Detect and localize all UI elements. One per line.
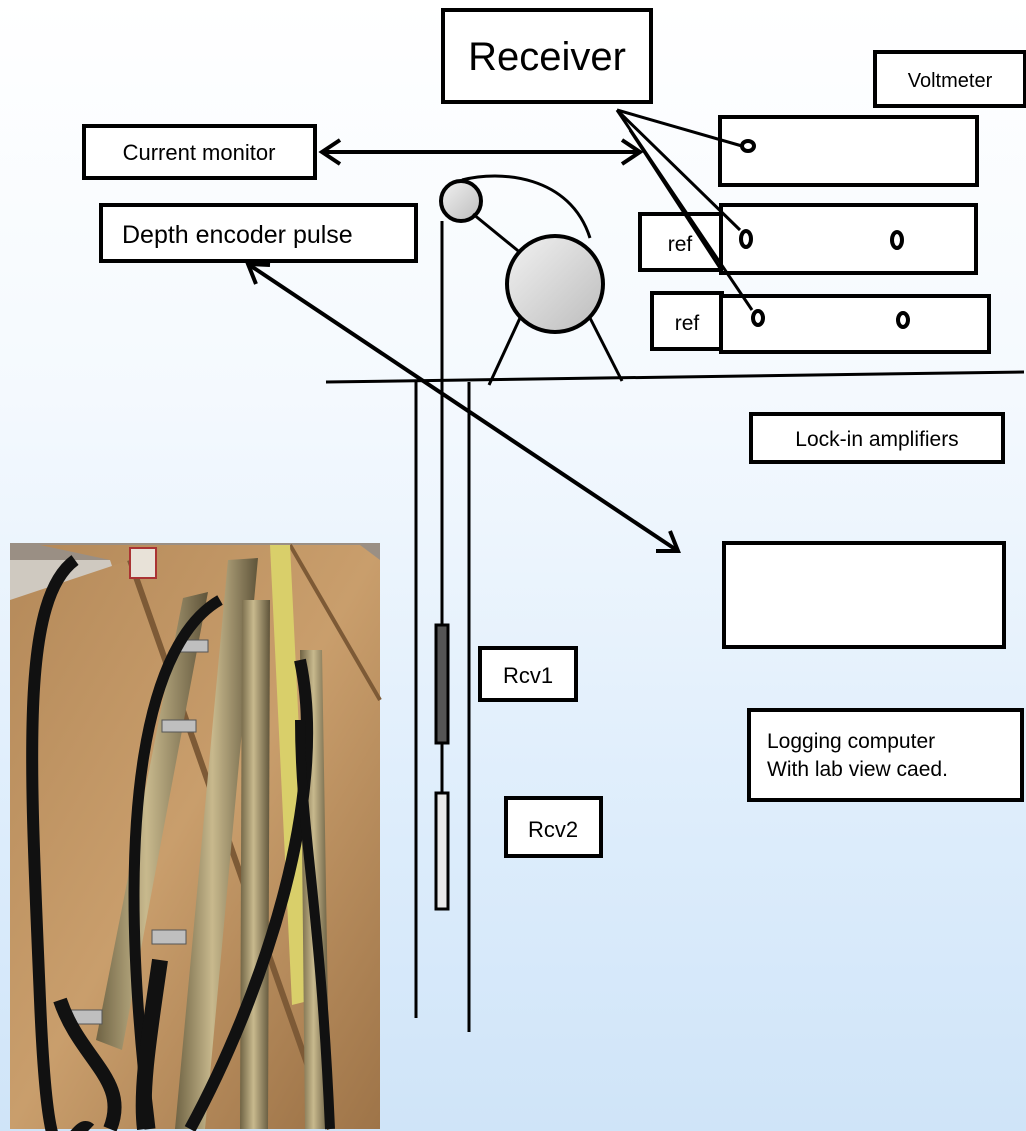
winch-leg-left	[489, 318, 520, 385]
lockin-label: Lock-in amplifiers	[795, 428, 958, 451]
lockin-1-left-dial	[741, 231, 751, 247]
depth-encoder-box: Depth encoder pulse	[101, 205, 416, 261]
winch-drum	[507, 236, 603, 332]
rcv2-box: Rcv2	[506, 798, 601, 856]
winch-assembly	[441, 176, 622, 385]
rcv1-tool	[436, 625, 448, 743]
current-monitor-box: Current monitor	[84, 126, 315, 178]
current-monitor-label: Current monitor	[123, 140, 276, 165]
logging-computer-box	[724, 543, 1004, 647]
ref-1-label: ref	[668, 233, 693, 256]
cable-to-drum	[473, 214, 522, 254]
voltmeter-instrument	[720, 117, 977, 185]
rcv2-label: Rcv2	[528, 817, 578, 842]
receiver-label: Receiver	[468, 35, 626, 79]
lockin-2-right-dial	[898, 313, 908, 327]
logging-computer-label-box: Logging computer With lab view caed.	[749, 710, 1022, 800]
logging-computer-line1: Logging computer	[767, 730, 935, 753]
receiver-box: Receiver	[443, 10, 651, 102]
winch-leg-right	[590, 318, 622, 381]
rcv2-tool	[436, 793, 448, 909]
logging-computer-line2: With lab view caed.	[767, 758, 948, 781]
depth-encoder-arrow	[248, 264, 678, 551]
rcv1-label: Rcv1	[503, 663, 553, 688]
lockin-amplifier-2: ref	[652, 293, 989, 352]
current-monitor-arrow	[322, 140, 640, 164]
voltmeter-label: Voltmeter	[908, 70, 993, 92]
voltmeter-label-box: Voltmeter	[875, 52, 1025, 106]
lockin-1-right-dial	[892, 232, 902, 248]
logging-tools-photo	[10, 543, 380, 1131]
lockin-label-box: Lock-in amplifiers	[751, 414, 1003, 462]
rcv1-box: Rcv1	[480, 648, 576, 700]
lockin-amplifier-1: ref	[640, 205, 976, 273]
voltmeter-dial	[742, 141, 754, 151]
ground-surface	[326, 372, 1024, 382]
depth-encoder-label: Depth encoder pulse	[122, 221, 353, 249]
lockin-2-left-dial	[753, 311, 763, 325]
ref-2-label: ref	[675, 312, 700, 335]
